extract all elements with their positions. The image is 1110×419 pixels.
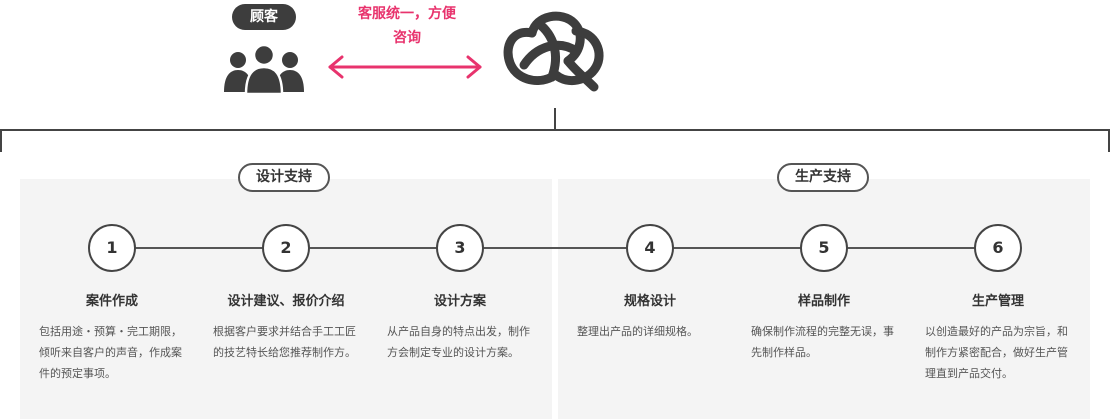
step-3-circle: 3 — [436, 224, 484, 272]
step-1-circle: 1 — [88, 224, 136, 272]
step-2-desc: 根据客户要求并结合手工工匠的技艺特长给您推荐制作方。 — [213, 325, 356, 359]
customer-label: 顾客 — [232, 4, 296, 30]
step-2-title: 设计建议、报价介绍 — [227, 294, 345, 309]
step-1-desc: 包括用途・预算・完工期限，倾听来自客户的声音，作成案件的预定事项。 — [39, 325, 182, 380]
step-4-desc: 整理出产品的详细规格。 — [577, 325, 698, 338]
bracket-connector — [0, 108, 1110, 152]
step-3-title: 设计方案 — [433, 294, 486, 309]
design-support-panel — [20, 179, 552, 419]
step-6-desc: 以创造最好的产品为宗旨，和制作方紧密配合，做好生产管理直到产品交付。 — [925, 325, 1068, 380]
step-5-desc: 确保制作流程的完整无误，事先制作样品。 — [751, 325, 894, 359]
step-6-circle: 6 — [974, 224, 1022, 272]
step-1-title: 案件作成 — [85, 294, 138, 309]
step-6-title: 生产管理 — [971, 294, 1024, 309]
step-2-circle: 2 — [262, 224, 310, 272]
timeline-line — [112, 247, 998, 249]
section-label-design: 设计支持 — [238, 163, 330, 192]
double-arrow-icon — [328, 55, 482, 79]
section-label-production: 生产支持 — [777, 163, 869, 192]
knot-logo-icon — [503, 11, 604, 92]
step-5-circle: 5 — [800, 224, 848, 272]
people-icon — [224, 43, 304, 94]
step-5-title: 样品制作 — [797, 294, 850, 309]
step-3-desc: 从产品自身的特点出发，制作方会制定专业的设计方案。 — [387, 325, 530, 359]
production-support-panel — [558, 179, 1090, 419]
arrow-text: 客服统一，方便咨询 — [358, 6, 456, 46]
step-4-title: 规格设计 — [623, 294, 676, 309]
step-4-circle: 4 — [626, 224, 674, 272]
